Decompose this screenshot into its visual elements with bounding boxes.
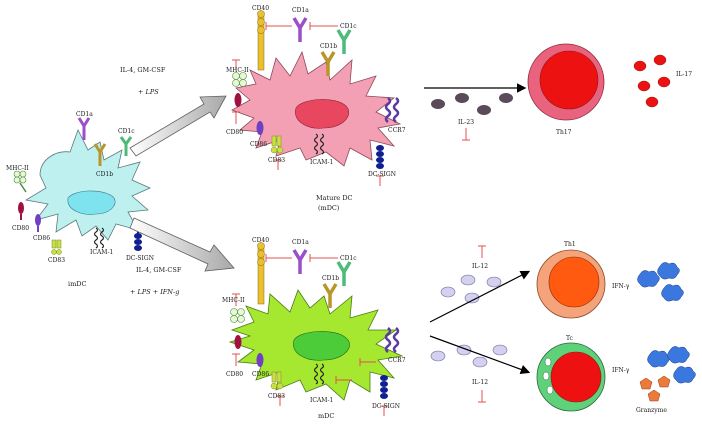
imdc-cell: CD1a CD1c CD1b MHC-II CD80 CD86 CD83 ICA… [6, 111, 154, 288]
mdc-bottom-cd1b-label: CD1b [322, 275, 339, 282]
imdc-cd83-label: CD83 [48, 257, 65, 264]
mdc-top-ccr7-label: CCR7 [388, 127, 406, 134]
imdc-mhc-label: MHC-II [6, 165, 29, 172]
th1-label: Th1 [564, 241, 576, 248]
receptor-icon [13, 117, 142, 255]
il17-label: IL-17 [676, 71, 692, 78]
granzyme-label: Granzyme [636, 407, 667, 414]
imdc-cd1b-label: CD1b [96, 171, 113, 178]
th1-cell-inner [548, 256, 600, 308]
condition-top-1: IL-4, GM-CSF [120, 66, 166, 74]
inhibition-icon [478, 245, 486, 403]
imdc-dcsign-label: DC-SIGN [126, 255, 154, 262]
mdc-bottom-nucleus [293, 331, 350, 361]
imdc-icam-label: ICAM-1 [90, 249, 113, 256]
granzyme-particles [639, 375, 671, 402]
mdc-bottom-mhc-label: MHC-II [222, 297, 245, 304]
receptor-icon [230, 242, 400, 399]
condition-bottom-1: IL-4, GM-CSF [136, 266, 182, 274]
imdc-cd1a-label: CD1a [76, 111, 93, 118]
mdc-bottom-cd1a-label: CD1a [292, 239, 309, 246]
mature-dc-abbr-label: (mDC) [318, 204, 340, 212]
ifn-top-label: IFN-γ [612, 283, 630, 290]
imdc-label: imDC [68, 280, 86, 288]
imdc-cd1c-label: CD1c [118, 128, 135, 135]
mdc-top-mhc-label: MHC-II [226, 67, 249, 74]
inhibition-icon [462, 128, 470, 141]
mdc-bottom-cd86-label: CD86 [252, 371, 269, 378]
mature-dc-label: Mature DC [316, 194, 353, 202]
condition-top-2: + LPS [138, 88, 159, 96]
inhibition-icon [232, 254, 388, 416]
arrow-icon [129, 95, 235, 272]
ifn-particles-top [637, 262, 684, 302]
mdc-bottom-cd83-label: CD83 [268, 393, 285, 400]
arrow-icon [429, 335, 531, 375]
condition-bottom-2: + LPS + IFN-g [130, 288, 179, 296]
mdc-bottom-cd1c-label: CD1c [340, 255, 357, 262]
tc-granule [544, 357, 552, 367]
mdc-top-cd86-label: CD86 [250, 141, 267, 148]
mdc-top-cell: CD40 CD1a CD1c CD1b MHC-II CD80 CD86 CD8… [226, 5, 406, 212]
mdc-top-cd80-label: CD80 [226, 129, 243, 136]
mdc-top-icam-label: ICAM-1 [310, 159, 333, 166]
il17-particles [633, 54, 671, 108]
arrow-icon [429, 270, 531, 323]
imdc-body [24, 128, 151, 241]
ifn-particles-bottom [647, 346, 696, 384]
mdc-bottom-ccr7-label: CCR7 [388, 357, 406, 364]
mdc-top-dcsign-label: DC-SIGN [368, 171, 396, 178]
mdc-bottom-cd80-label: CD80 [226, 371, 243, 378]
mdc-top-cd1b-label: CD1b [320, 43, 337, 50]
il12-bottom-label: IL-12 [472, 379, 488, 386]
tc-granule [542, 371, 550, 381]
mdc-top-nucleus [295, 99, 350, 129]
imdc-cd80-label: CD80 [12, 225, 29, 232]
imdc-nucleus [67, 190, 116, 215]
inhibition-icon [232, 22, 384, 186]
mdc-bottom-dcsign-label: DC-SIGN [372, 403, 400, 410]
tc-label: Tc [566, 335, 574, 342]
imdc-cd86-label: CD86 [33, 235, 50, 242]
mdc-bottom-icam-label: ICAM-1 [310, 397, 333, 404]
il12-top-label: IL-12 [472, 263, 488, 270]
mdc-top-cd83-label: CD83 [268, 157, 285, 164]
il12-particles [430, 274, 508, 368]
mdc-bottom-cell: CD40 CD1a CD1c CD1b MHC-II CD80 CD86 CD8… [222, 237, 406, 420]
il23-label: IL-23 [458, 119, 474, 126]
th17-cell-inner [539, 50, 599, 110]
mdc-bottom-label: mDC [318, 412, 334, 420]
ifn-bottom-label: IFN-γ [612, 367, 630, 374]
mdc-top-cd1c-label: CD1c [340, 23, 357, 30]
mdc-top-cd40-label: CD40 [252, 5, 269, 12]
th17-label: Th17 [556, 129, 572, 136]
receptor-icon [232, 10, 400, 169]
mdc-bottom-cd40-label: CD40 [252, 237, 269, 244]
mdc-top-cd1a-label: CD1a [292, 7, 309, 14]
tc-cell-inner [550, 351, 602, 403]
tc-granule [546, 385, 554, 395]
il23-particles [431, 93, 513, 115]
